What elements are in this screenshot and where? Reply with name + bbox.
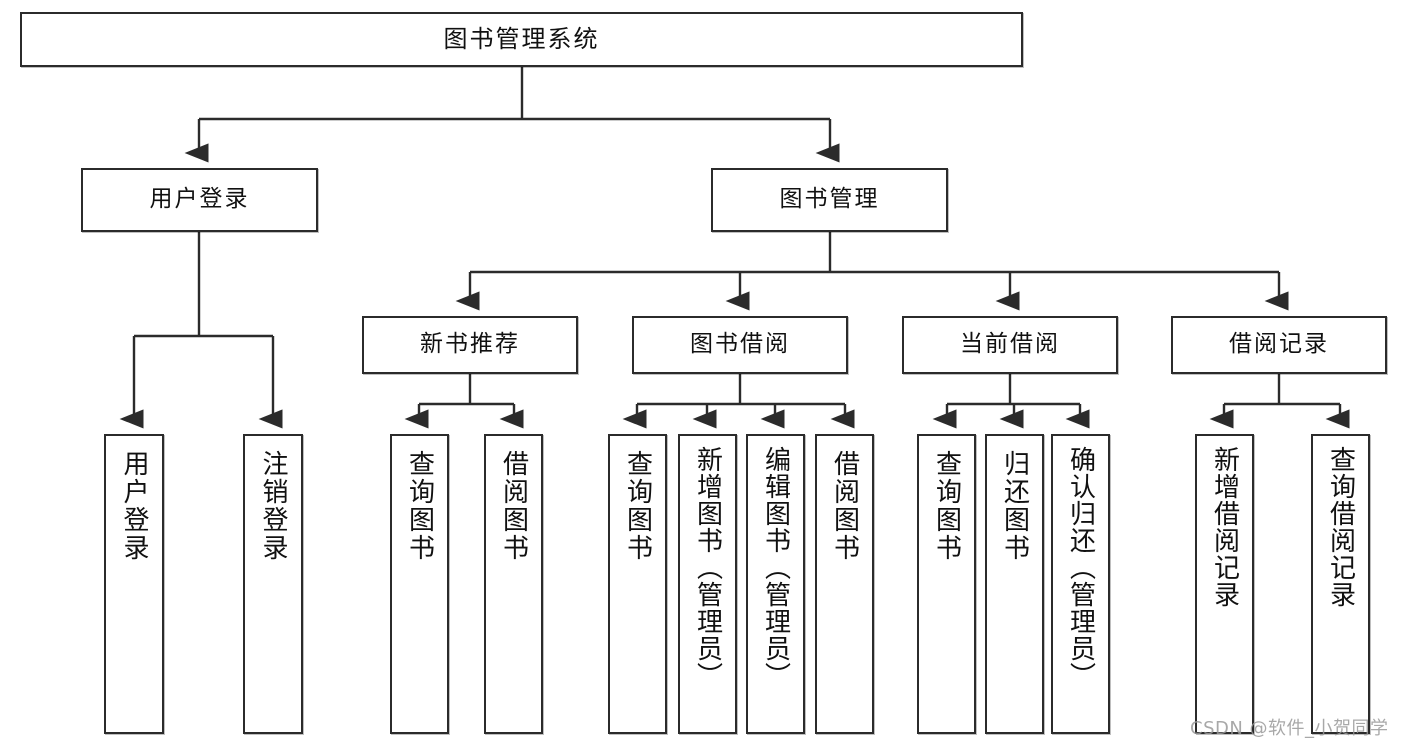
node-label: 注销登录	[258, 450, 288, 562]
node-borrow-record[interactable]: 借阅记录	[1171, 316, 1387, 374]
node-new-book-recommend[interactable]: 新书推荐	[362, 316, 578, 374]
node-label: 图书借阅	[690, 331, 790, 358]
node-label: 新书推荐	[420, 331, 520, 358]
node-label: 归还图书	[999, 450, 1030, 562]
leaf-recommend-borrow-book[interactable]: 借阅图书	[484, 434, 543, 734]
leaf-borrow-edit-book-admin[interactable]: 编辑图书（管理员）	[746, 434, 805, 734]
node-root-system[interactable]: 图书管理系统	[20, 12, 1023, 67]
node-label: 新增借阅记录	[1209, 446, 1240, 608]
leaf-borrow-add-book-admin[interactable]: 新增图书（管理员）	[678, 434, 737, 734]
leaf-current-confirm-return-admin[interactable]: 确认归还（管理员）	[1051, 434, 1110, 734]
node-label: 查询借阅记录	[1325, 446, 1356, 608]
node-label: 借阅记录	[1229, 331, 1329, 358]
node-label: 借阅图书	[829, 450, 860, 562]
leaf-user-login-logout[interactable]: 注销登录	[243, 434, 303, 734]
leaf-borrow-borrow-book[interactable]: 借阅图书	[815, 434, 874, 734]
leaf-record-add-record[interactable]: 新增借阅记录	[1195, 434, 1254, 734]
leaf-current-return-book[interactable]: 归还图书	[985, 434, 1044, 734]
leaf-user-login-login[interactable]: 用户登录	[104, 434, 164, 734]
node-label: 图书管理系统	[443, 25, 600, 54]
node-label: 用户登录	[119, 450, 149, 562]
node-label: 查询图书	[931, 450, 962, 562]
node-label: 用户登录	[149, 186, 250, 213]
leaf-recommend-query-book[interactable]: 查询图书	[390, 434, 449, 734]
node-label: 当前借阅	[960, 331, 1060, 358]
node-label: 图书管理	[779, 186, 880, 213]
leaf-current-query-book[interactable]: 查询图书	[917, 434, 976, 734]
node-label: 查询图书	[404, 450, 435, 562]
watermark-text: CSDN @软件_小贺同学	[1190, 718, 1389, 739]
leaf-borrow-query-book[interactable]: 查询图书	[608, 434, 667, 734]
node-label: 查询图书	[622, 450, 653, 562]
node-book-borrow[interactable]: 图书借阅	[632, 316, 848, 374]
node-book-management[interactable]: 图书管理	[711, 168, 948, 232]
node-label: 借阅图书	[498, 450, 529, 562]
leaf-record-query-record[interactable]: 查询借阅记录	[1311, 434, 1370, 734]
node-label: 确认归还（管理员）	[1065, 446, 1096, 689]
node-label: 新增图书（管理员）	[692, 446, 723, 689]
node-label: 编辑图书（管理员）	[760, 446, 791, 689]
node-current-borrow[interactable]: 当前借阅	[902, 316, 1118, 374]
node-user-login[interactable]: 用户登录	[81, 168, 318, 232]
